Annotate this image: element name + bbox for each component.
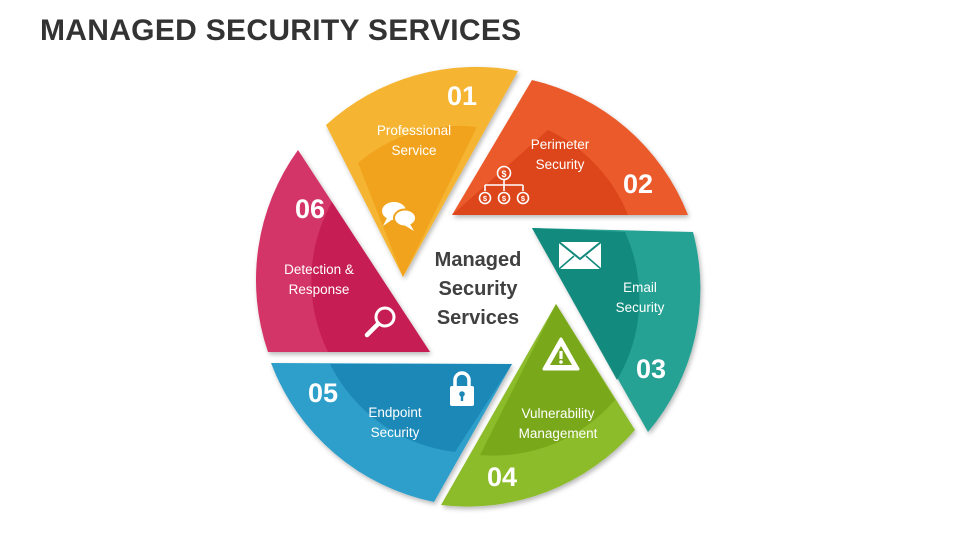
center-label-line-3: Services: [437, 307, 519, 329]
segment-06-number: 06: [295, 194, 325, 224]
segment-03-inner-shade: [532, 228, 640, 380]
segment-06-detection-response: 06 Detection & Response: [255, 150, 430, 352]
svg-text:$: $: [501, 169, 506, 179]
segment-03-email-security: 03 Email Security: [532, 228, 701, 432]
envelope-icon: [558, 241, 602, 270]
segment-01-professional-service: 01 Professional Service: [326, 66, 518, 278]
segment-03-label-line-2: Security: [616, 300, 665, 315]
segment-02-inner-shade: [452, 130, 628, 215]
segment-01-label-line-2: Service: [391, 143, 436, 158]
segment-01-label-line-1: Professional: [377, 123, 451, 138]
segment-01-number: 01: [447, 81, 477, 111]
segment-05-number: 05: [308, 378, 338, 408]
segment-02-label-line-2: Security: [536, 157, 585, 172]
magnifier-icon: [364, 306, 396, 338]
segment-06-label-line-2: Response: [289, 282, 350, 297]
segment-05-endpoint-security: 05 Endpoint Security: [271, 363, 512, 502]
segment-01-inner-shade: [358, 125, 477, 278]
segment-06-label-line-1: Detection &: [284, 262, 354, 277]
svg-text:$: $: [521, 194, 526, 203]
segment-04-number: 04: [487, 462, 517, 492]
segment-02-label-line-1: Perimeter: [531, 137, 590, 152]
network-money-icon: $ $ $ $: [478, 165, 530, 205]
chat-bubbles-icon: [382, 202, 417, 231]
segment-03-number: 03: [636, 354, 666, 384]
segment-02-perimeter-security: 02 Perimeter Security $ $ $ $: [452, 80, 688, 215]
segment-03-label-line-1: Email: [623, 280, 657, 295]
padlock-icon: [450, 371, 474, 406]
svg-text:$: $: [502, 194, 507, 203]
segment-04-label-line-1: Vulnerability: [521, 406, 594, 421]
segment-04-vulnerability-management: 04 Vulnerability Management: [441, 304, 635, 507]
center-label: Managed Security Services: [435, 249, 522, 329]
segment-02-number: 02: [623, 169, 653, 199]
segment-04-label-line-2: Management: [519, 426, 598, 441]
center-label-line-2: Security: [439, 278, 519, 300]
segment-04-inner-shade: [480, 304, 615, 456]
segment-05-label-line-1: Endpoint: [368, 405, 422, 420]
segment-05-label-line-2: Security: [371, 425, 420, 440]
segment-06-inner-shade: [311, 202, 430, 352]
svg-text:$: $: [483, 194, 488, 203]
slide-title: MANAGED SECURITY SERVICES: [40, 14, 522, 47]
warning-triangle-icon: [542, 337, 580, 371]
center-label-line-1: Managed: [435, 249, 522, 271]
